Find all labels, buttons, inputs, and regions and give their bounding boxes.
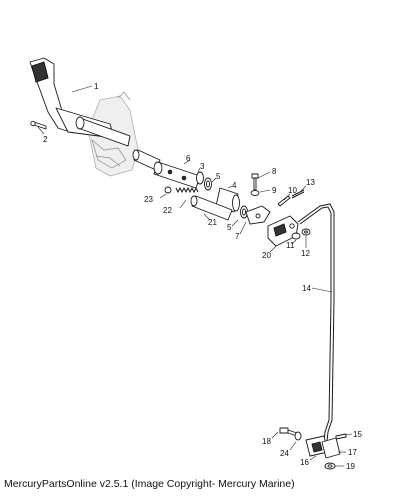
callout-9: 9 bbox=[272, 186, 277, 195]
part-16-clamp[interactable] bbox=[305, 435, 329, 457]
callout-1: 1 bbox=[94, 82, 99, 91]
callout-23: 23 bbox=[144, 195, 153, 204]
callout-10: 10 bbox=[288, 186, 297, 195]
part-5-ring-lower[interactable] bbox=[240, 205, 248, 219]
part-21-inner-tube[interactable] bbox=[190, 195, 233, 221]
leader-lines bbox=[37, 85, 353, 467]
part-17-retainer[interactable] bbox=[321, 437, 341, 459]
callout-16: 16 bbox=[300, 458, 309, 467]
part-15-screw[interactable] bbox=[335, 433, 347, 440]
callout-12: 12 bbox=[301, 249, 310, 258]
callout-15: 15 bbox=[353, 430, 362, 439]
part-11-washer[interactable] bbox=[291, 232, 301, 240]
callout-2: 2 bbox=[43, 135, 48, 144]
callout-3: 3 bbox=[200, 162, 205, 171]
callout-labels: 1 2 6 3 5 4 5 7 8 9 10 13 11 12 20 14 15… bbox=[43, 82, 362, 471]
callout-4: 4 bbox=[232, 181, 237, 190]
callout-19: 19 bbox=[346, 462, 355, 471]
callout-13: 13 bbox=[306, 178, 315, 187]
part-12-nut[interactable] bbox=[301, 228, 311, 236]
callout-21: 21 bbox=[208, 218, 217, 227]
sleeve-tube bbox=[132, 149, 161, 171]
callout-5b: 5 bbox=[227, 223, 232, 232]
pedal-shaft bbox=[75, 116, 131, 147]
part-9-nut[interactable] bbox=[250, 190, 260, 196]
callout-11: 11 bbox=[286, 241, 295, 250]
part-14-shift-rod[interactable] bbox=[297, 203, 335, 451]
part-13-cotter-pin[interactable] bbox=[291, 189, 305, 199]
image-caption: MercuryPartsOnline v2.5.1 (Image Copyrig… bbox=[4, 478, 295, 490]
callout-22: 22 bbox=[163, 206, 172, 215]
callout-24: 24 bbox=[280, 449, 289, 458]
callout-8: 8 bbox=[272, 167, 277, 176]
callout-20: 20 bbox=[262, 251, 271, 260]
callout-18: 18 bbox=[262, 437, 271, 446]
part-20-link-block[interactable] bbox=[267, 215, 299, 247]
part-22-spring[interactable] bbox=[175, 186, 199, 194]
callout-17: 17 bbox=[348, 448, 357, 457]
part-7-clip[interactable] bbox=[245, 205, 271, 225]
part-10-pin[interactable] bbox=[277, 195, 291, 207]
callout-6: 6 bbox=[186, 154, 191, 163]
part-24-washer[interactable] bbox=[294, 431, 302, 441]
part-8-bolt[interactable] bbox=[251, 173, 259, 191]
part-3-washer[interactable] bbox=[196, 171, 204, 185]
part-2-screw[interactable] bbox=[30, 120, 47, 130]
callout-7: 7 bbox=[235, 232, 240, 241]
part-23-detent-ball[interactable] bbox=[164, 186, 172, 194]
part-6-shift-shaft[interactable] bbox=[153, 161, 201, 189]
part-19-washer[interactable] bbox=[324, 462, 336, 470]
part-5-ring-upper[interactable] bbox=[204, 177, 212, 191]
callout-5a: 5 bbox=[216, 172, 221, 181]
callout-14: 14 bbox=[302, 284, 311, 293]
